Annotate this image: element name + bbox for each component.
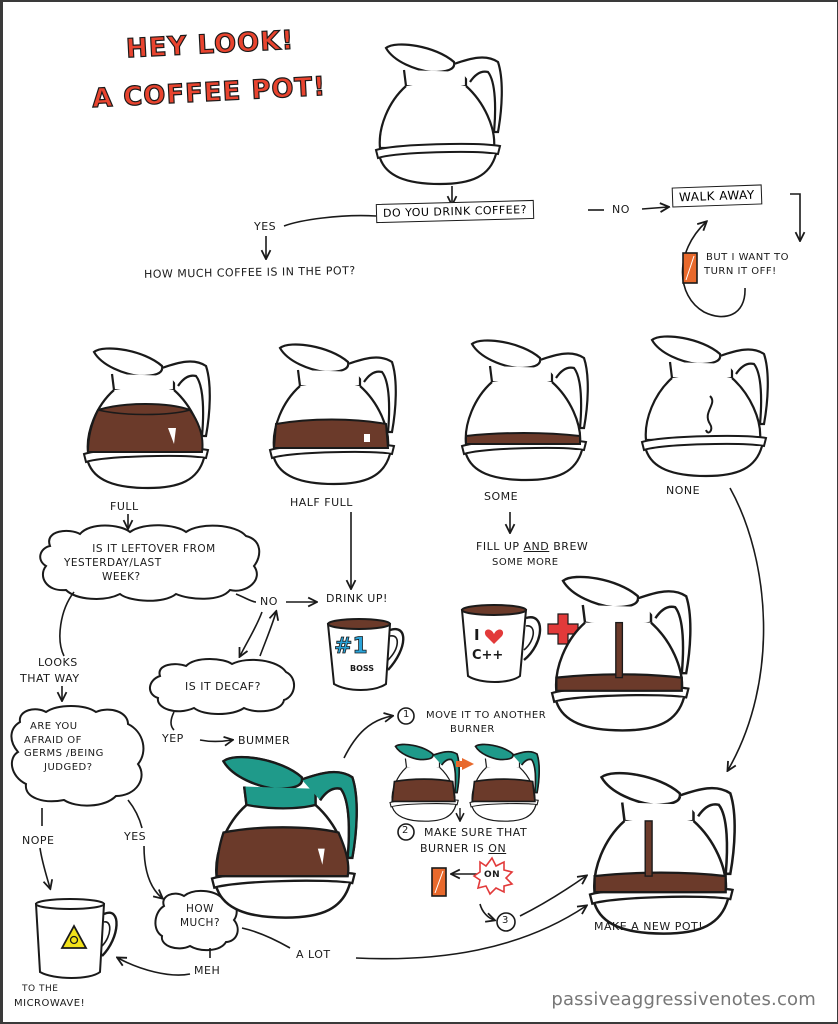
level-full: Full	[110, 500, 139, 513]
fill-up-line-1: Fill up and brew	[476, 540, 588, 554]
label-yep: Yep	[162, 732, 184, 745]
germs-line-2: afraid of	[24, 734, 82, 746]
leftover-line-3: week?	[102, 571, 141, 584]
label-yes-1: Yes	[254, 220, 277, 233]
leftover-line-2: yesterday/last	[64, 557, 162, 570]
step-1-line-2: burner	[450, 724, 495, 735]
germs-line-1: Are you	[30, 721, 78, 732]
boss-mug-number: #1	[334, 634, 369, 660]
turn-off-line-2: turn it off!	[704, 266, 777, 277]
microwave-line-1: To the	[22, 984, 59, 994]
step-2-on: on	[488, 842, 507, 855]
fill-up-a: Fill up	[476, 540, 520, 553]
step-1-number: 1	[403, 709, 410, 720]
level-some: Some	[484, 490, 519, 503]
cpp-mug-i: I	[474, 626, 480, 644]
fill-up-b: brew	[553, 540, 589, 553]
how-much-line-1: How	[185, 903, 215, 915]
how-much-line-2: much?	[179, 917, 221, 930]
step-2-line-2: burner is on	[420, 842, 506, 856]
label-meh: Meh	[194, 964, 221, 977]
label-a-lot: A lot	[296, 948, 331, 961]
fill-up-line-2: some more	[492, 557, 559, 568]
leftover-line-1: Is it leftover from	[92, 543, 216, 555]
step-2-burner-is: burner is	[420, 842, 485, 855]
drink-up: Drink up!	[326, 592, 388, 605]
germs-line-4: judged?	[44, 761, 93, 773]
step-3-number: 3	[502, 915, 509, 926]
bummer: Bummer	[238, 734, 291, 747]
cpp-mug-text: C++	[472, 648, 504, 663]
level-none: None	[666, 484, 701, 497]
on-badge: ON	[484, 870, 501, 880]
looks-line-1: Looks	[38, 656, 78, 669]
step-2-number: 2	[402, 825, 409, 836]
label-no-2: No	[260, 595, 278, 608]
watermark: passiveaggressivenotes.com	[551, 989, 816, 1010]
leftover-question: Is it leftover from yesterday/last week?	[56, 542, 252, 585]
decaf-question: Is it decaf?	[185, 680, 261, 693]
fill-up-and: and	[523, 540, 550, 553]
germs-question: Are you afraid of germs /being judged?	[18, 720, 138, 774]
germs-line-3: germs /being	[24, 748, 104, 759]
label-nope: Nope	[22, 834, 55, 847]
make-new-pot: Make a new pot!	[594, 920, 704, 933]
step-1-line-1: Move it to another	[426, 710, 547, 721]
looks-line-2: that way	[20, 672, 80, 685]
step-2-line-1: Make sure that	[424, 826, 528, 839]
walk-away-box: Walk away	[671, 184, 762, 208]
boss-mug-text: Boss	[350, 664, 375, 673]
label-yes-2: Yes	[124, 830, 147, 843]
microwave-line-2: microwave!	[14, 998, 86, 1009]
level-half-full: Half full	[290, 496, 353, 509]
turn-off-line-1: But I want to	[706, 252, 790, 263]
label-no-1: No	[612, 203, 630, 216]
how-much-cloud: How much?	[170, 902, 230, 930]
